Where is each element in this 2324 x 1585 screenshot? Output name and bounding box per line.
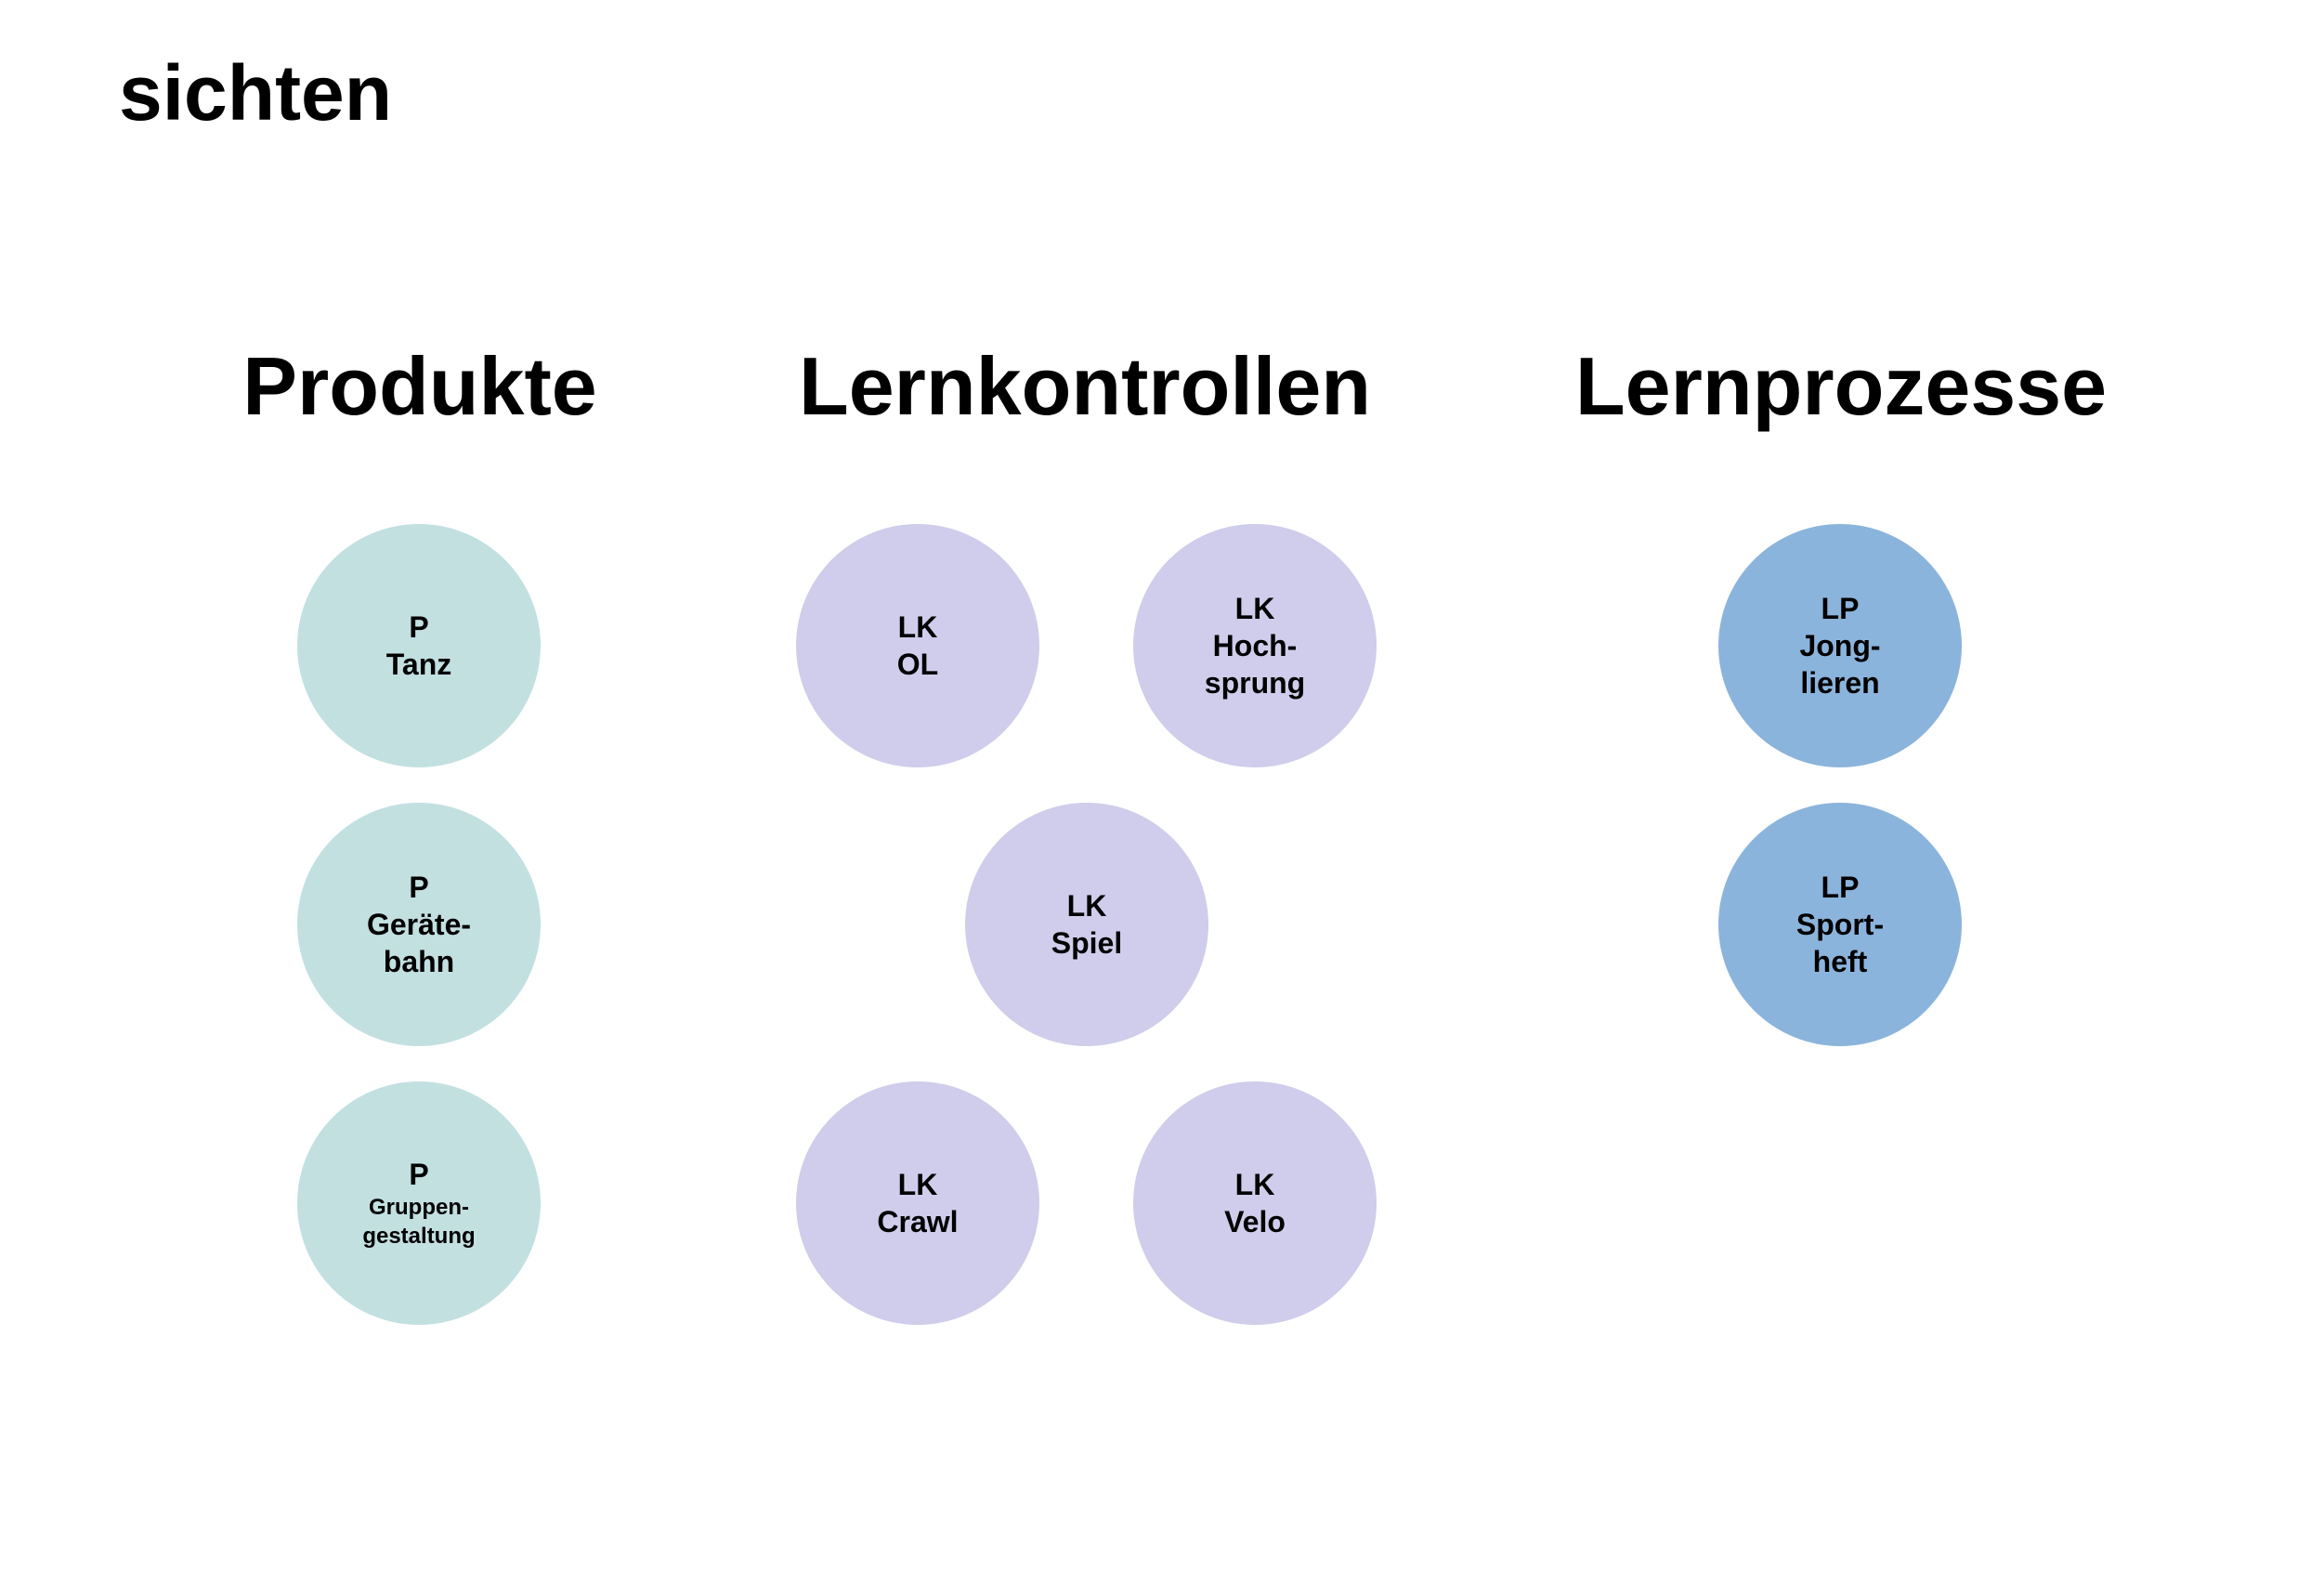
circle-label-line: Tanz — [385, 648, 452, 681]
circle-label-line: sprung — [1204, 666, 1306, 700]
circle-label-line: LK — [897, 610, 938, 644]
circle-label-line: Geräte- — [366, 908, 472, 941]
circle-label-line: OL — [896, 648, 939, 681]
circle-label-line: LK — [897, 1168, 938, 1201]
column-title-lernkontrollen: Lernkontrollen — [798, 340, 1372, 432]
circle-label-line: Hoch- — [1212, 629, 1298, 662]
circle-label-line: lieren — [1800, 666, 1880, 700]
circle-lp-jonglieren[interactable]: LP Jong- lieren — [1718, 524, 1962, 767]
circle-p-tanz[interactable]: P Tanz — [297, 524, 541, 767]
circle-lk-velo[interactable]: LK Velo — [1133, 1081, 1377, 1325]
circle-label-line: LK — [1066, 889, 1107, 923]
circle-label-line: heft — [1812, 945, 1868, 978]
circle-lk-crawl[interactable]: LK Crawl — [796, 1081, 1039, 1325]
circle-p-gruppengestaltung[interactable]: P Gruppen- gestaltung — [297, 1081, 541, 1325]
circle-label-line: Crawl — [877, 1205, 959, 1238]
circle-label-line: bahn — [383, 945, 455, 978]
page-title: sichten — [119, 49, 393, 137]
circle-label-line: Spiel — [1051, 926, 1123, 960]
circle-label-line: LK — [1234, 592, 1275, 625]
column-title-lernprozesse: Lernprozesse — [1574, 340, 2108, 432]
circle-lk-ol[interactable]: LK OL — [796, 524, 1039, 767]
circle-label-line: gestaltung — [362, 1224, 476, 1249]
circle-lp-sportheft[interactable]: LP Sport- heft — [1718, 803, 1962, 1046]
circle-lk-spiel[interactable]: LK Spiel — [965, 803, 1208, 1046]
circle-label-line: Gruppen- — [369, 1195, 469, 1220]
circle-label-line: P — [409, 1158, 429, 1191]
circle-label-line: LP — [1821, 592, 1860, 625]
circle-p-geraetebahn[interactable]: P Geräte- bahn — [297, 803, 541, 1046]
column-title-produkte: Produkte — [242, 340, 597, 432]
circle-label-line: Velo — [1224, 1205, 1286, 1238]
circle-lk-hochsprung[interactable]: LK Hoch- sprung — [1133, 524, 1377, 767]
circle-label-line: P — [409, 871, 429, 904]
circle-label-line: P — [409, 610, 429, 644]
circle-label-line: LP — [1821, 871, 1860, 904]
circle-label-line: Sport- — [1795, 908, 1885, 941]
circle-label-line: Jong- — [1799, 629, 1881, 662]
circle-label-line: LK — [1234, 1168, 1275, 1201]
